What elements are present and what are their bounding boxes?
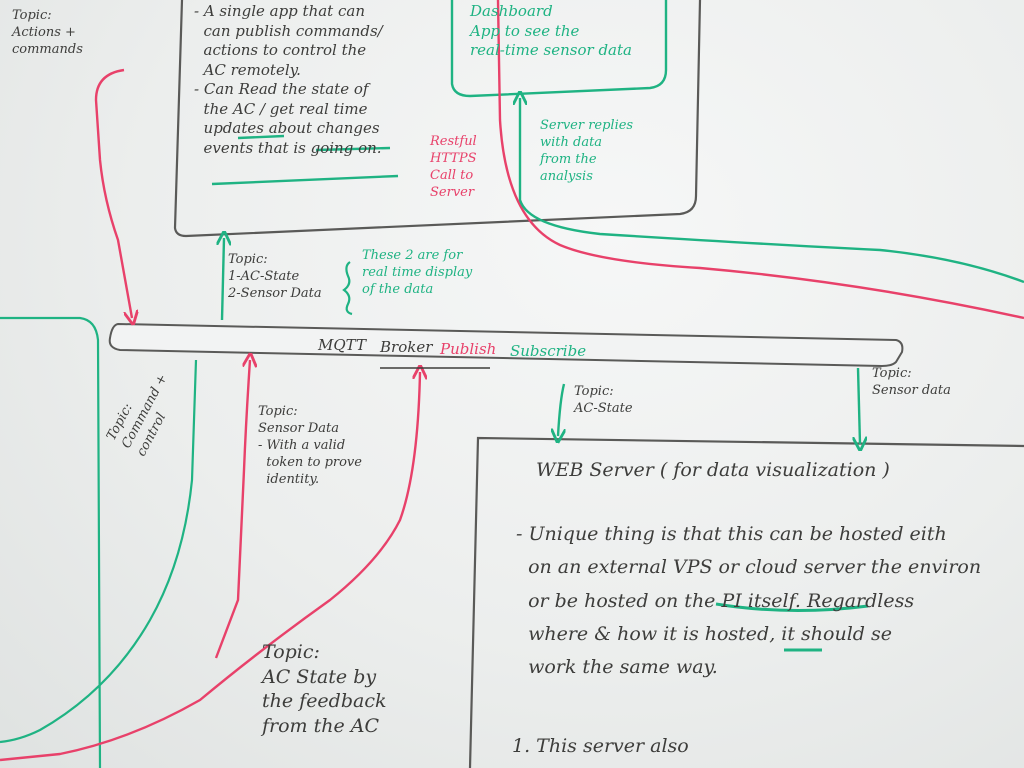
broker-label: Broker (380, 338, 433, 356)
label-topic-ac-state: Topic: AC-State (574, 384, 633, 416)
web-server-notes: - Unique thing is that this can be hoste… (516, 523, 982, 678)
curve-left-lower (0, 359, 198, 744)
underline-vps (715, 602, 869, 613)
underline-real (315, 146, 391, 152)
arrow-sensor-to-broker (214, 360, 250, 659)
dashboard-box (450, 0, 668, 98)
broker-subscribe: Subscribe (510, 342, 587, 360)
web-server-item-1: 1. This server also (512, 735, 689, 757)
arrow-ac-state-to-broker (0, 372, 420, 762)
label-restful: Restful HTTPS Call to Server (430, 134, 477, 200)
label-these-two: These 2 are for real time display of the… (362, 248, 473, 297)
label-topic-actions: Topic: Actions + commands (12, 8, 83, 57)
curve-app-to-right (496, 0, 1024, 320)
label-topic-ac-feedback: Topic: AC State by the feedback from the… (262, 641, 387, 738)
broker-publish: Publish (440, 340, 497, 358)
arrow-broker-to-web-1 (558, 383, 564, 436)
bracket (342, 261, 353, 316)
dashboard-description: Dashboard App to see the real-time senso… (470, 2, 632, 59)
app-description: - A single app that can can publish comm… (194, 2, 383, 157)
label-server-replies: Server replies with data from the analys… (540, 118, 634, 184)
app-box (173, 0, 702, 238)
arrow-actions-to-broker (94, 68, 132, 318)
broker-bar (108, 322, 904, 368)
underline-updates (211, 174, 399, 186)
arrow-broker-to-web-2 (858, 367, 860, 444)
curve-command-control (0, 316, 102, 768)
curve-dashboard-to-right (520, 98, 1024, 284)
label-topic-sensor-right: Topic: Sensor data (872, 366, 951, 398)
web-server-title: WEB Server ( for data visualization ) (536, 459, 890, 481)
broker-name: MQTT (318, 336, 366, 354)
web-server-box (468, 436, 1024, 768)
label-topic-left: Topic: 1-AC-State 2-Sensor Data (228, 252, 322, 301)
underline-read (237, 134, 285, 140)
label-topic-sensor-mid: Topic: Sensor Data - With a valid token … (258, 404, 362, 487)
arrow-broker-to-app (222, 238, 224, 321)
